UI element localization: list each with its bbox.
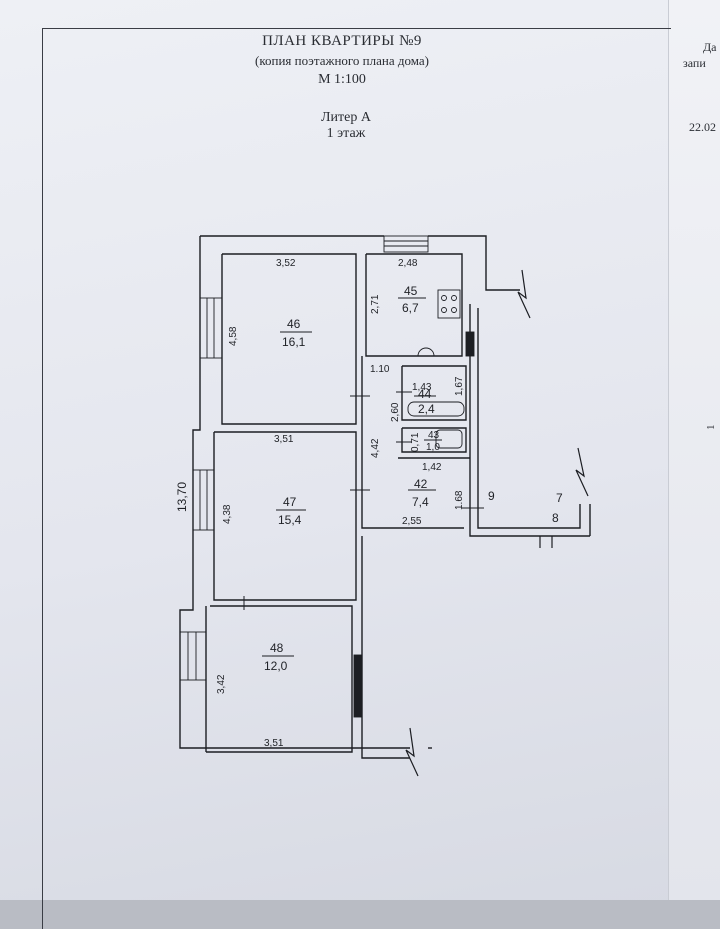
overall-dimension: 13,70	[175, 482, 189, 512]
room-48-number: 48	[270, 641, 284, 655]
plan-liter: Литер А	[321, 110, 371, 125]
corridor-top-dim: 1.10	[370, 364, 390, 375]
room-45-height: 2,71	[370, 294, 381, 314]
break-marks	[405, 269, 589, 777]
plan-scale: М 1:100	[318, 72, 366, 87]
side-date: 22.02	[689, 120, 716, 134]
room-47-area: 15,4	[278, 513, 302, 527]
side-col-sub: запи	[683, 56, 706, 70]
room-42-top-dim: 1,42	[422, 462, 442, 473]
room-45-area: 6,7	[402, 301, 419, 315]
floor-plan: 13,70 3,52 4,58 46 16,1 3,51 4,38 47 15,…	[175, 235, 591, 777]
room-42-area: 7,4	[412, 495, 429, 509]
room-43-width: 0,71	[410, 432, 421, 452]
corridor-left-a: 4,42	[370, 438, 381, 458]
plan-subtitle: (копия поэтажного плана дома)	[255, 53, 429, 68]
room-47-number: 47	[283, 495, 297, 509]
door-marks	[243, 391, 484, 610]
room-43-number: 43	[428, 430, 440, 441]
room-44-area: 2,4	[418, 402, 435, 416]
room-44-height: 1,67	[454, 376, 465, 396]
corridor-left-b: 2,60	[390, 402, 401, 422]
room-46-height: 4,58	[228, 326, 239, 346]
room-45-width: 2,48	[398, 258, 418, 269]
room-48-area: 12,0	[264, 659, 288, 673]
room-42-number: 42	[414, 477, 428, 491]
room-42-width: 2,55	[402, 516, 422, 527]
room-44-width: 1,43	[412, 382, 432, 393]
room-48-width: 3,51	[264, 738, 284, 749]
room-46-number: 46	[287, 317, 301, 331]
document-frame	[42, 28, 671, 929]
room-label-bars	[262, 297, 442, 657]
room-46-area: 16,1	[282, 335, 306, 349]
adjacent-sheet: Да запи 22.02 1 этаж	[668, 0, 720, 900]
label-9: 9	[488, 489, 495, 503]
room-47-width: 3,51	[274, 434, 294, 445]
plan-floor: 1 этаж	[326, 126, 366, 141]
label-7: 7	[556, 491, 563, 505]
kitchen-fixtures	[407, 289, 475, 449]
room-43-area: 1,0	[426, 442, 440, 453]
side-col-header: Да	[703, 40, 717, 54]
paper-sheet	[0, 0, 720, 900]
room-42-height: 1.68	[454, 490, 465, 510]
walls	[179, 235, 591, 759]
room-47-height: 4,38	[222, 504, 233, 524]
plan-title: ПЛАН КВАРТИРЫ №9	[262, 33, 422, 49]
windows	[179, 235, 429, 718]
room-44-number: 44	[418, 387, 432, 401]
room-46-width: 3,52	[276, 258, 296, 269]
room-48-height: 3,42	[216, 674, 227, 694]
label-8: 8	[552, 511, 559, 525]
room-45-number: 45	[404, 284, 418, 298]
